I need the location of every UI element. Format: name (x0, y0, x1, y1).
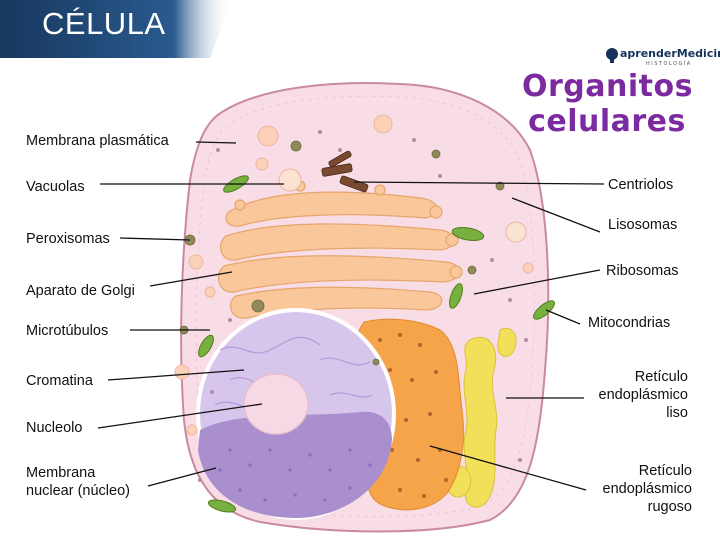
centrioles-shape (321, 150, 369, 193)
logo: aprenderMedicina HISTOLOGÍA (604, 44, 720, 68)
smooth-er-shape (447, 328, 517, 508)
nucleolus-shape (243, 373, 309, 435)
label-centriolos: Centriolos (608, 177, 674, 193)
label-lisosomas: Lisosomas (608, 217, 678, 233)
pointer-lines (97, 141, 605, 491)
label-cromatina: Cromatina (26, 373, 93, 389)
label-mitocondrias: Mitocondrias (588, 315, 671, 331)
heading-line-2: celulares (528, 103, 686, 139)
label-aparato-golgi: Aparato de Golgi (26, 283, 135, 299)
nucleus-shape (196, 308, 396, 520)
heading-line-1: Organitos (522, 69, 693, 104)
ribosome-dots (378, 333, 448, 498)
logo-subtitle: HISTOLOGÍA (646, 61, 692, 67)
logo-text: aprenderMedicina (620, 47, 720, 60)
label-membrana-plasmatica: Membrana plasmática (26, 133, 169, 149)
label-reticulo-rugoso-line-3: rugoso (647, 499, 692, 516)
label-reticulo-liso-line-2: endoplásmico (598, 387, 688, 404)
title-bar: CÉLULA (0, 0, 232, 58)
ribosome-particles (198, 130, 528, 482)
vesicles (174, 114, 534, 436)
label-ribosomas: Ribosomas (606, 263, 679, 279)
label-nucleolo: Nucleolo (26, 420, 83, 436)
label-membrana-nuclear-line-2: nuclear (núcleo) (26, 483, 130, 500)
label-membrana-nuclear: Membrana nuclear (núcleo) (26, 464, 130, 500)
label-peroxisomas: Peroxisomas (26, 231, 110, 247)
label-reticulo-liso-line-3: liso (666, 405, 688, 422)
label-reticulo-rugoso: Retículo endoplásmico rugoso (580, 462, 692, 516)
label-reticulo-liso-line-1: Retículo (634, 369, 688, 385)
chromatin-dots (218, 448, 372, 502)
label-membrana-nuclear-line-1: Membrana (26, 465, 96, 481)
peroxisome-dots (179, 140, 505, 366)
title-bar-background (0, 0, 232, 58)
label-microtubulos: Microtúbulos (26, 323, 109, 339)
logo-icon (606, 48, 618, 63)
organelles-heading: Organitos celulares (522, 69, 693, 139)
page-title: CÉLULA (42, 6, 166, 41)
label-vacuolas: Vacuolas (26, 179, 85, 195)
label-reticulo-rugoso-line-1: Retículo (638, 463, 692, 479)
label-reticulo-rugoso-line-2: endoplásmico (602, 481, 692, 498)
label-reticulo-liso: Retículo endoplásmico liso (580, 368, 688, 422)
